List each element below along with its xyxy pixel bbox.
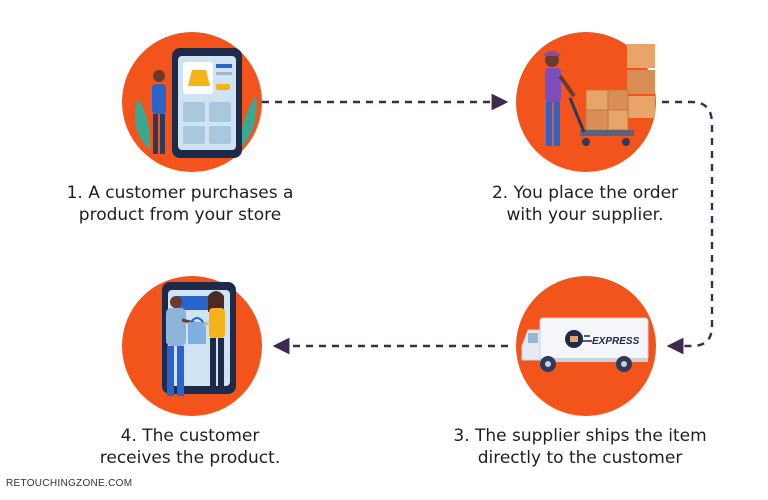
step-4-illustration [122,276,262,416]
step-2-caption-line-2: with your supplier. [506,205,664,225]
step-3-illustration: EXPRESS [516,276,656,416]
step-2-caption: 2. You place the order with your supplie… [420,182,750,226]
step-3-caption-line-2: directly to the customer [477,448,683,468]
step-2-illustration [516,32,656,172]
step-1-illustration [122,32,262,172]
delivery-van-icon: EXPRESS [521,317,649,372]
smartphone-shopping-icon [134,48,257,158]
brand-watermark: RETOUCHINGZONE.COM [6,478,133,489]
connector-2-to-3 [662,100,714,355]
connectors [262,93,714,355]
step-1-caption-line-2: product from your store [78,205,282,225]
step-3-caption-line-1: 3. The supplier ships the item [453,426,707,446]
step-3-caption: 3. The supplier ships the item directly … [410,425,750,469]
step-1-caption: 1. A customer purchases a product from y… [20,182,340,226]
step-1-caption-line-1: 1. A customer purchases a [66,183,294,203]
warehouse-pallet-icon [543,44,655,146]
step-2-caption-line-1: 2. You place the order [491,183,679,203]
step-4-caption: 4. The customer receives the product. [60,425,320,469]
package-handoff-icon [162,282,236,396]
step-4-caption-line-1: 4. The customer [120,426,260,446]
van-express-label: EXPRESS [592,336,640,347]
step-4-caption-line-2: receives the product. [99,448,281,468]
